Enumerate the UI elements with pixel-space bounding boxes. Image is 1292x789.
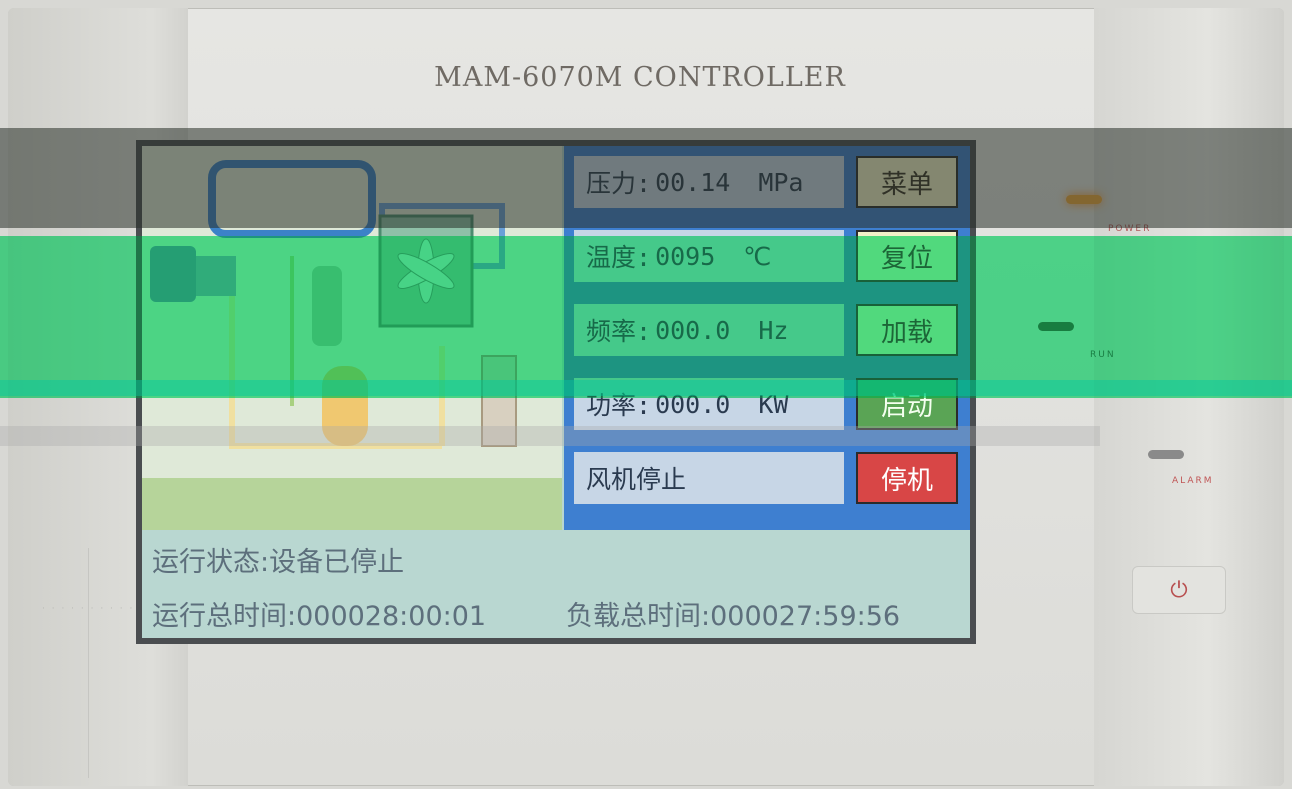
frequency-readout: 频率: 000.0 Hz (574, 304, 844, 356)
controller-title: MAM-6070M CONTROLLER (434, 62, 846, 93)
compressor-diagram (142, 146, 562, 530)
right-bezel (1094, 8, 1284, 786)
fan-status-readout: 风机停止 (574, 452, 844, 504)
reset-button[interactable]: 复位 (856, 230, 958, 282)
readings-panel: 压力: 00.14 MPa 菜单 温度: 0095 ℃ 复位 频率: 000.0… (564, 146, 970, 530)
alarm-indicator-label: ALARM (1172, 476, 1214, 486)
temperature-label: 温度: (586, 243, 652, 272)
pressure-label: 压力: (586, 169, 652, 198)
pressure-unit: MPa (758, 167, 804, 197)
power-readout: 功率: 000.0 KW (574, 378, 844, 430)
menu-button[interactable]: 菜单 (856, 156, 958, 208)
frequency-label: 频率: (586, 317, 652, 346)
power-unit: KW (758, 389, 789, 419)
power-label: 功率: (586, 391, 652, 420)
pressure-value: 00.14 (655, 167, 731, 197)
temperature-readout: 温度: 0095 ℃ (574, 230, 844, 282)
temperature-value: 0095 (655, 241, 716, 271)
frequency-value: 000.0 (655, 315, 731, 345)
power-indicator-label: POWER (1108, 224, 1152, 234)
load-total-time-text: 负载总时间:000027:59:56 (566, 601, 901, 632)
side-print: · · · · · · · · · · (42, 604, 135, 614)
power-button[interactable]: ⏻ (1132, 566, 1226, 614)
power-value: 000.0 (655, 389, 731, 419)
start-button[interactable]: 启动 (856, 378, 958, 430)
power-led (1066, 195, 1102, 204)
frequency-unit: Hz (758, 315, 789, 345)
touch-screen: 压力: 00.14 MPa 菜单 温度: 0095 ℃ 复位 频率: 000.0… (136, 140, 976, 644)
stop-button[interactable]: 停机 (856, 452, 958, 504)
temperature-unit: ℃ (743, 241, 772, 271)
fan-status-text: 风机停止 (586, 465, 687, 494)
alarm-led (1148, 450, 1184, 459)
ground-strip (142, 478, 562, 530)
status-area: 运行状态:设备已停止 运行总时间:000028:00:01 负载总时间:0000… (142, 530, 970, 638)
run-total-time-text: 运行总时间:000028:00:01 (152, 601, 487, 632)
run-led (1038, 322, 1074, 331)
run-indicator-label: RUN (1090, 350, 1116, 360)
compressor-schematic-icon (150, 160, 517, 524)
bezel-divider (88, 548, 89, 778)
power-icon: ⏻ (1170, 577, 1188, 603)
pressure-readout: 压力: 00.14 MPa (574, 156, 844, 208)
run-state-text: 运行状态:设备已停止 (152, 547, 405, 578)
load-button[interactable]: 加载 (856, 304, 958, 356)
